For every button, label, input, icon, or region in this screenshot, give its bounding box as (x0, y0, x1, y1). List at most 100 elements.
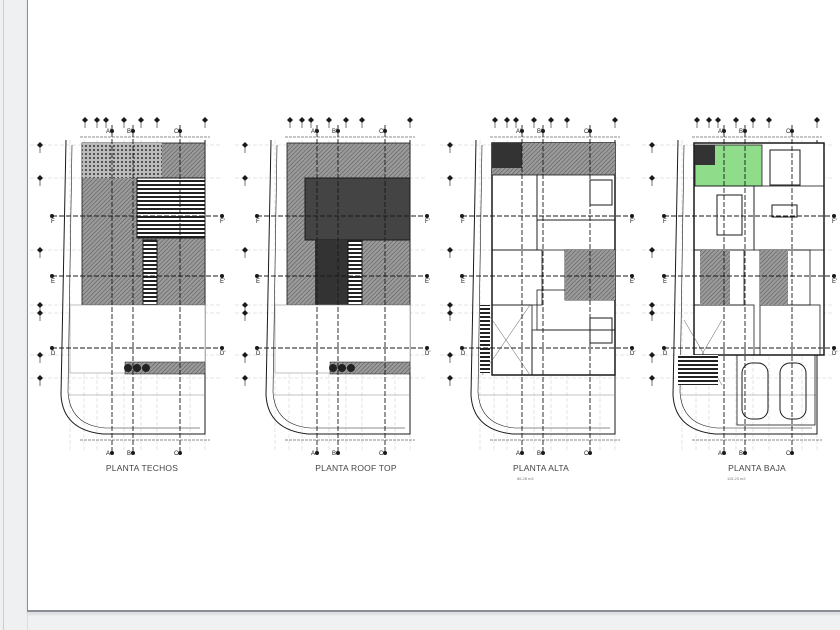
grid-label-top: C' (786, 129, 791, 135)
dimension-marker (531, 117, 537, 123)
site-boundary (672, 139, 818, 435)
dimension-marker (649, 142, 655, 148)
dining-table (769, 149, 801, 186)
grid-label-bottom: A (311, 451, 315, 457)
grid-label-bottom: B (739, 451, 743, 457)
grid-bubble (630, 274, 634, 278)
dimension-marker (202, 117, 208, 123)
grid-bubble (541, 451, 545, 455)
grid-bubble (315, 129, 319, 133)
dimension-marker (154, 117, 160, 123)
dimension-marker (94, 117, 100, 123)
dimension-marker (37, 175, 43, 181)
grid-bubble (541, 129, 545, 133)
grid-label-top: A' (516, 129, 521, 135)
grid-bubble (131, 129, 135, 133)
grid-label-left: F (51, 219, 55, 225)
sidewalk-line (272, 144, 405, 429)
dimension-marker (242, 142, 248, 148)
grid-label-top: A' (311, 129, 316, 135)
grid-bubble (460, 346, 464, 350)
dimension-marker (407, 117, 413, 123)
grid-label-top: C' (379, 129, 384, 135)
grid-label-right: E' (425, 279, 430, 285)
grid-bubble (383, 129, 387, 133)
grid-label-bottom: B (332, 451, 336, 457)
grid-bubble (255, 274, 259, 278)
grid-label-bottom: B (127, 451, 131, 457)
grid-label-bottom: C (584, 451, 589, 457)
grid-bubble (630, 214, 634, 218)
tree (695, 145, 715, 165)
grid-label-right: F' (832, 219, 837, 225)
dimension-marker (715, 117, 721, 123)
grid-bubble (315, 451, 319, 455)
sidewalk-line (477, 144, 610, 429)
panel-divider (3, 0, 4, 630)
grid-label-left: E (51, 279, 55, 285)
dimension-marker (447, 247, 453, 253)
dimension-marker (242, 352, 248, 358)
solar-panel-array (136, 177, 206, 239)
dimension-marker (242, 310, 248, 316)
grid-label-right: F' (630, 219, 635, 225)
dimension-marker (242, 247, 248, 253)
grid-label-left: E (256, 279, 260, 285)
grid-bubble (255, 214, 259, 218)
grid-bubble (425, 274, 429, 278)
patio-area (69, 304, 206, 374)
dimension-marker (299, 117, 305, 123)
dimension-marker (492, 117, 498, 123)
dimension-marker (308, 117, 314, 123)
grid-label-right: D' (220, 351, 225, 357)
site-boundary (60, 139, 206, 435)
dimension-marker (37, 247, 43, 253)
grid-bubble (425, 214, 429, 218)
shrub (133, 364, 141, 372)
grid-label-bottom: C (174, 451, 179, 457)
grid-bubble (832, 214, 836, 218)
grid-bubble (662, 346, 666, 350)
shrub (329, 364, 337, 372)
dimension-marker (694, 117, 700, 123)
grid-label-top: A' (718, 129, 723, 135)
plan-area-baja: 115.23 m2 (727, 476, 746, 481)
planter-dark (492, 143, 522, 168)
grid-bubble (588, 451, 592, 455)
dimension-marker (37, 375, 43, 381)
void-hatched (760, 250, 788, 305)
dimension-marker (37, 302, 43, 308)
dimension-marker (242, 375, 248, 381)
sidewalk-line (67, 144, 200, 429)
grid-bubble (255, 346, 259, 350)
grid-label-left: D (663, 351, 668, 357)
grid-bubble (520, 129, 524, 133)
grid-bubble (588, 129, 592, 133)
dimension-marker (612, 117, 618, 123)
roof-deck (304, 177, 411, 241)
car-2 (779, 362, 807, 420)
grid-bubble (178, 129, 182, 133)
dimension-marker (447, 352, 453, 358)
grid-label-left: D (51, 351, 56, 357)
grid-label-bottom: B (537, 451, 541, 457)
grid-label-top: A' (106, 129, 111, 135)
entry-stair (678, 355, 718, 385)
grid-bubble (336, 451, 340, 455)
grid-bubble (460, 274, 464, 278)
room (531, 329, 616, 376)
grid-bubble (425, 346, 429, 350)
patio-area (274, 304, 411, 374)
plan-title-rooftop: PLANTA ROOF TOP (315, 463, 397, 473)
plan-area-alta: 86.28 m2 (517, 476, 534, 481)
dimension-marker (37, 142, 43, 148)
grid-bubble (110, 451, 114, 455)
dimension-marker (242, 175, 248, 181)
dimension-marker (447, 375, 453, 381)
dimension-marker (504, 117, 510, 123)
void-hatched (700, 250, 730, 305)
dimension-marker (121, 117, 127, 123)
dimension-marker (564, 117, 570, 123)
